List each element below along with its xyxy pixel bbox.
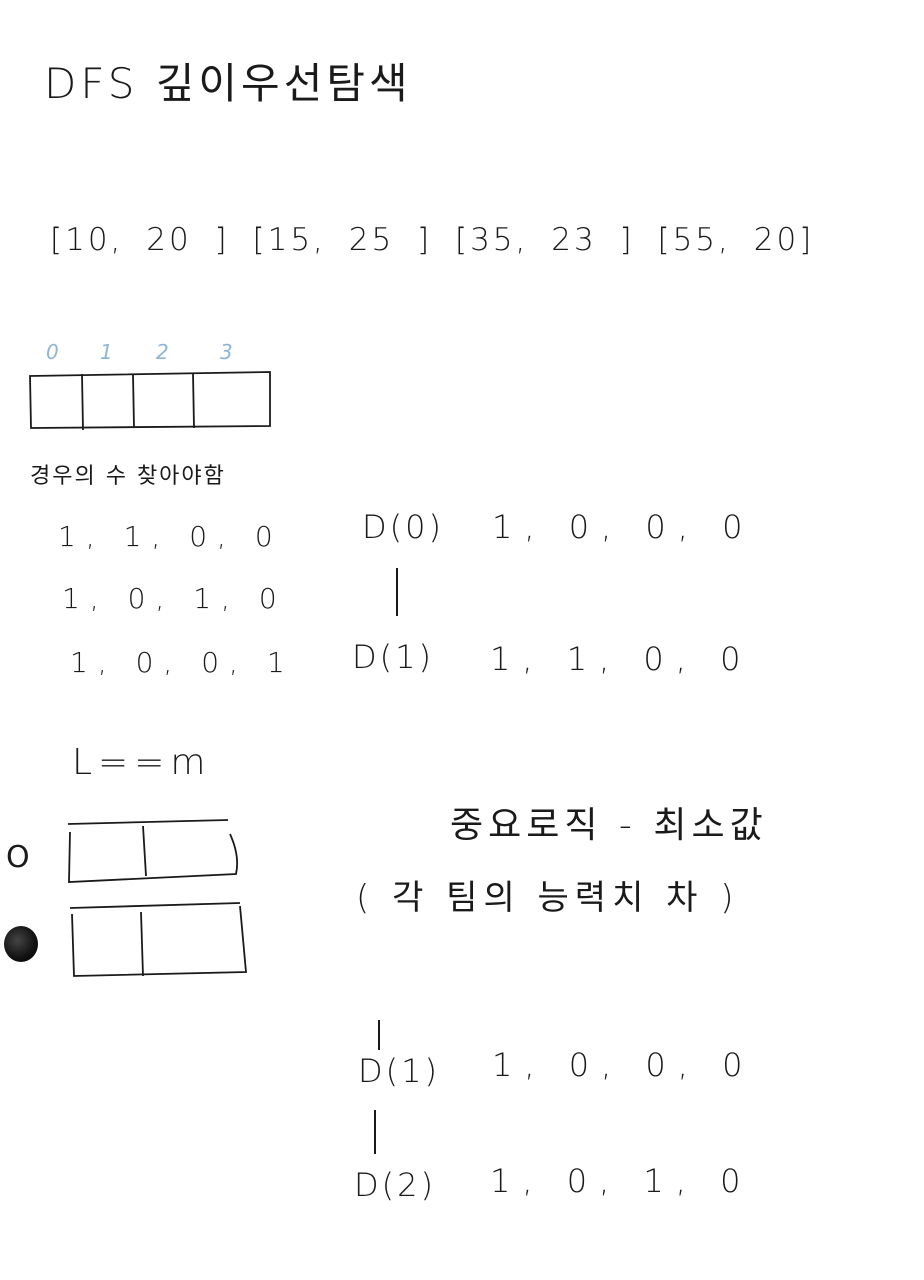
dfs-bottom-d2: D(2) [354, 1166, 436, 1204]
dfs-bottom-edge [374, 1110, 376, 1154]
dfs-bottom-d1: D(1) [358, 1052, 440, 1090]
team-box-2 [69, 902, 247, 977]
index-label-2: 2 [156, 340, 169, 364]
dfs-top-d0-seq: 1, 0, 0, 0 [492, 508, 755, 546]
case-row-3: 1, 0, 0, 1 [70, 646, 295, 679]
dfs-bottom-d2-seq: 1, 0, 1, 0 [490, 1162, 753, 1200]
logic-detail-label: ( 각 팀의 능력치 차 ) [356, 878, 740, 918]
end-condition: L==m [72, 742, 212, 783]
dfs-bottom-d1-seq: 1, 0, 0, 0 [492, 1046, 755, 1084]
team-box-1 [67, 819, 239, 883]
dfs-top-edge [396, 568, 398, 616]
important-logic-label: 중요로직 - 최소값 [450, 805, 768, 846]
page-title: DFS 깊이우선탐색 [44, 59, 412, 108]
array-4-cells [29, 371, 271, 431]
pairs-array-line: [10, 20 ] [15, 25 ] [35, 23 ] [55, 20] [50, 222, 815, 258]
dfs-bottom-edge-top [378, 1020, 380, 1050]
case-row-1: 1, 1, 0, 0 [58, 520, 283, 553]
index-label-0: 0 [46, 340, 59, 364]
dfs-top-d0: D(0) [362, 508, 444, 546]
index-label-3: 3 [220, 340, 233, 364]
case-row-2: 1, 0, 1, 0 [62, 582, 287, 615]
dfs-top-d1-seq: 1, 1, 0, 0 [490, 640, 753, 678]
case-count-label: 경우의 수 찾아야함 [30, 464, 226, 489]
dfs-top-d1: D(1) [352, 638, 434, 676]
index-label-1: 1 [100, 340, 113, 364]
filled-circle-mark [4, 926, 38, 962]
circle-mark: O [6, 840, 30, 875]
